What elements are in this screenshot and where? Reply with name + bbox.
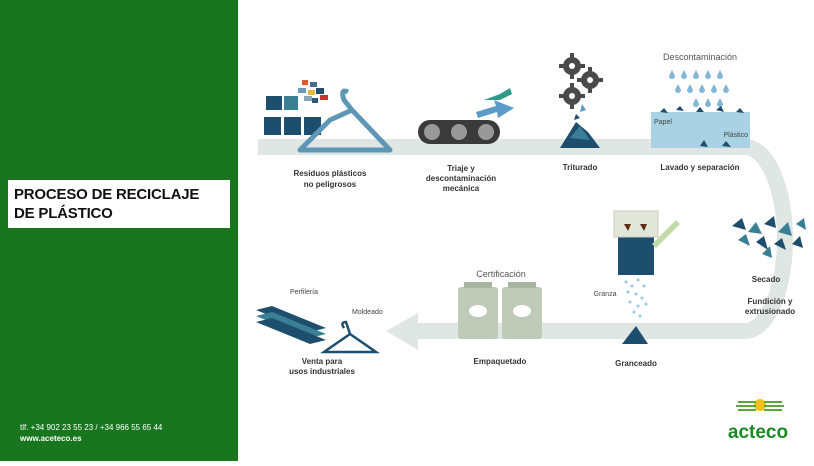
contact-website: www.aceteco.es	[20, 434, 82, 443]
conveyor-icon	[418, 88, 514, 144]
residuos-icon	[264, 80, 328, 135]
granza-pile	[622, 326, 648, 344]
water-drops-icon	[669, 70, 729, 107]
step-fundicion-label2: extrusionado	[745, 307, 795, 316]
extruder-icon	[613, 210, 680, 275]
step-venta-label2: usos industriales	[289, 367, 355, 376]
profiles-icon	[256, 306, 326, 344]
granza-particles	[624, 278, 648, 318]
descontaminacion-label: Descontaminación	[663, 52, 737, 62]
step-triaje-label2: descontaminación	[426, 174, 496, 183]
step-lavado-label: Lavado y separación	[660, 163, 739, 172]
flow-arrow	[258, 139, 793, 339]
title-box	[8, 180, 230, 228]
step-empaquetado-label: Empaquetado	[474, 357, 527, 366]
package-bags-icon	[458, 282, 542, 339]
flow-arrowhead	[386, 313, 418, 350]
gears-icon	[559, 53, 603, 109]
wash-flakes	[660, 106, 744, 147]
step-residuos-label1: Residuos plásticos	[294, 169, 367, 178]
wash-tank	[651, 112, 750, 148]
certificacion-label: Certificación	[476, 269, 526, 279]
acteco-logo-mark	[736, 399, 784, 411]
plastico-label: Plástico	[723, 132, 748, 139]
contact-phone: tlf. +34 902 23 55 23 / +34 966 55 65 44	[20, 423, 163, 432]
step-triaje-label3: mecánica	[443, 184, 480, 193]
step-triaje-label1: Triaje y	[447, 164, 475, 173]
perfileria-label: Perfilería	[290, 289, 318, 296]
granza-label: Granza	[594, 291, 617, 298]
step-residuos-label2: no peligrosos	[304, 180, 357, 189]
step-triturado-label: Triturado	[563, 163, 598, 172]
sidebar: PROCESO DE RECICLAJE DE PLÁSTICO tlf. +3…	[0, 0, 238, 461]
page-title-line2: DE PLÁSTICO	[14, 205, 113, 222]
dried-flakes-icon	[732, 216, 806, 258]
moldeado-label: Moldeado	[352, 309, 383, 316]
process-diagram-svg: Residuos plásticos no peligrosos Triaje …	[256, 52, 806, 443]
process-diagram: Residuos plásticos no peligrosos Triaje …	[238, 0, 814, 461]
papel-label: Papel	[654, 119, 672, 126]
small-hanger-icon	[319, 320, 381, 354]
step-granceado-label: Granceado	[615, 359, 657, 368]
step-secado-label: Secado	[752, 275, 781, 284]
step-fundicion-label1: Fundición y	[748, 297, 793, 306]
page-title-line1: PROCESO DE RECICLAJE	[14, 186, 200, 203]
shredded-pile-icon	[560, 104, 600, 148]
acteco-logo-text: acteco	[728, 422, 788, 443]
step-venta-label1: Venta para	[302, 357, 343, 366]
hanger-icon	[297, 88, 393, 153]
